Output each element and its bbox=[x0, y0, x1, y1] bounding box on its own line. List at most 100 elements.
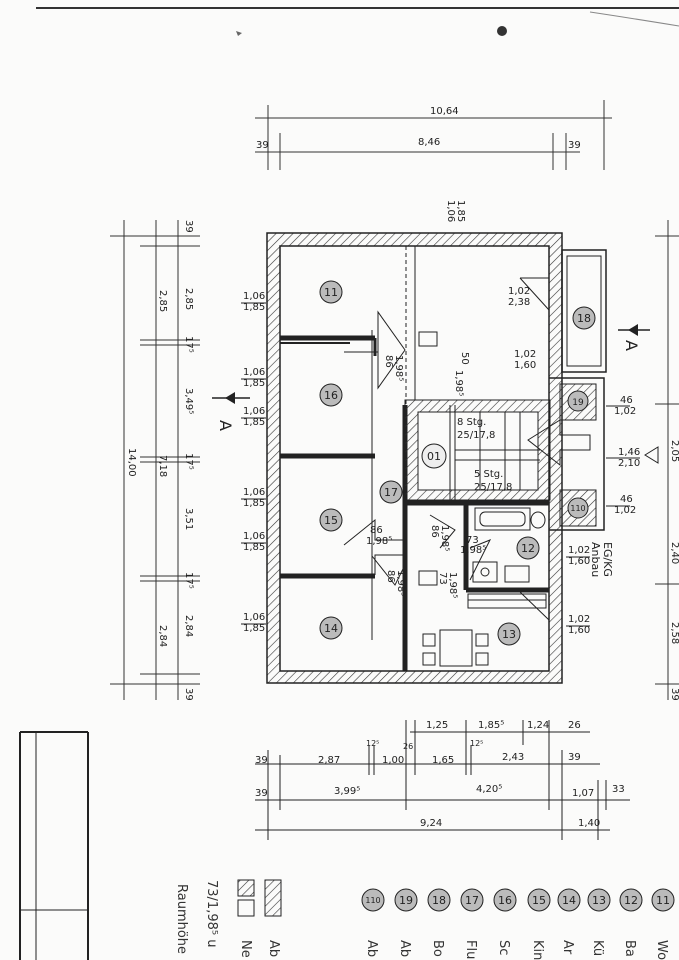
svg-text:12: 12 bbox=[521, 542, 535, 555]
svg-text:A: A bbox=[622, 340, 641, 351]
svg-text:13: 13 bbox=[502, 628, 516, 641]
dim-right-d1: 2,05 bbox=[669, 440, 679, 462]
svg-text:A: A bbox=[216, 420, 235, 431]
room-bubble-110: 110 bbox=[567, 497, 589, 519]
svg-text:14: 14 bbox=[562, 894, 576, 907]
room-bubble-16: 16 bbox=[319, 383, 343, 407]
svg-text:19: 19 bbox=[572, 398, 584, 408]
svg-text:16: 16 bbox=[324, 389, 338, 402]
svg-text:17: 17 bbox=[384, 486, 398, 499]
anbau-label: AnbauEG/KG bbox=[589, 542, 614, 577]
svg-text:Ar: Ar bbox=[560, 940, 575, 955]
room-bubble-17: 17 bbox=[379, 480, 403, 504]
dim-left-r3: 2,84 bbox=[157, 625, 168, 647]
svg-text:12⁵: 12⁵ bbox=[366, 739, 379, 748]
dim-left-s5: 2,84 bbox=[183, 615, 194, 637]
svg-text:Wo: Wo bbox=[654, 940, 669, 960]
svg-text:11: 11 bbox=[324, 286, 338, 299]
svg-text:26: 26 bbox=[568, 720, 581, 731]
svg-text:13: 13 bbox=[592, 894, 606, 907]
svg-text:39: 39 bbox=[568, 752, 581, 763]
dim-inner-width: 8,46 bbox=[418, 137, 440, 148]
legend-note-ab: Ab bbox=[266, 940, 281, 957]
dim-left-bottom-wall: 39 bbox=[183, 688, 194, 701]
svg-text:1,24: 1,24 bbox=[527, 720, 549, 731]
door-mark-d1: 861,98⁵ bbox=[383, 355, 404, 381]
svg-text:110: 110 bbox=[570, 504, 585, 513]
svg-text:01: 01 bbox=[427, 450, 441, 463]
svg-text:15: 15 bbox=[324, 514, 338, 527]
svg-text:Kü: Kü bbox=[590, 940, 605, 956]
entrance-arrow bbox=[644, 446, 659, 464]
room-bubble-19: 19 bbox=[567, 390, 589, 412]
room-bubble-12: 12 bbox=[516, 536, 540, 560]
dim-left-r2: 7,18 bbox=[157, 455, 168, 477]
svg-text:16: 16 bbox=[498, 894, 512, 907]
svg-text:12: 12 bbox=[624, 894, 638, 907]
dim-left-s3: 3,51 bbox=[183, 508, 194, 530]
hatch-swatch-demolish bbox=[264, 879, 282, 917]
room-bubble-11: 11 bbox=[319, 280, 343, 304]
room-bubble-15: 15 bbox=[319, 508, 343, 532]
svg-text:39: 39 bbox=[255, 755, 268, 766]
svg-text:12⁵: 12⁵ bbox=[470, 739, 483, 748]
dim-left-s1: 2,85 bbox=[183, 288, 194, 310]
svg-text:4,20⁵: 4,20⁵ bbox=[476, 784, 502, 795]
svg-text:19: 19 bbox=[399, 894, 413, 907]
stairs-lower-label: 5 Stg.25/17,8 bbox=[474, 469, 512, 493]
dim-left-r1: 2,85 bbox=[157, 290, 168, 312]
svg-text:11: 11 bbox=[656, 894, 670, 907]
svg-text:1,65: 1,65 bbox=[432, 755, 454, 766]
door-mark-d2: 50 bbox=[459, 352, 470, 365]
window-mark-top: 1,061,85 bbox=[445, 200, 466, 222]
svg-text:Flu: Flu bbox=[463, 940, 478, 959]
svg-text:1,25: 1,25 bbox=[426, 720, 448, 731]
door-mark-d8: 731,98⁵ bbox=[437, 572, 458, 598]
svg-text:17: 17 bbox=[465, 894, 479, 907]
bottom-dimension-chain: 1,25 1,85⁵ 1,24 26 39 2,87 12⁵ 1,00 26 1… bbox=[255, 720, 630, 840]
dim-right-d4: 39 bbox=[669, 688, 679, 701]
room-bubble-18: 18 bbox=[572, 306, 596, 330]
legend-notes: Raumhöhe 73/1,98⁵ u Ne Ab bbox=[174, 879, 282, 958]
door-mark-d3: 1,98⁵ bbox=[453, 370, 464, 396]
top-dimension-chain: 10,64 8,46 39 39 bbox=[255, 100, 612, 170]
door-mark-d5: 861,98⁵ bbox=[429, 525, 450, 551]
legend-door-size: 73/1,98⁵ u bbox=[204, 880, 219, 947]
left-dimension-chain: 14,00 2,85 7,18 2,84 39 2,85 17⁵ 3,49⁵ 1… bbox=[110, 220, 200, 701]
svg-text:Ab: Ab bbox=[364, 940, 379, 957]
svg-text:9,24: 9,24 bbox=[420, 818, 442, 829]
hatch-swatch-new bbox=[237, 879, 255, 897]
svg-text:2,43: 2,43 bbox=[502, 752, 524, 763]
dim-overall-width: 10,64 bbox=[430, 106, 459, 117]
svg-text:Ab: Ab bbox=[397, 940, 412, 957]
right-dimension-chain: 2,05 2,40 2,58 39 bbox=[655, 220, 679, 701]
svg-text:110: 110 bbox=[365, 896, 380, 905]
svg-text:33: 33 bbox=[612, 784, 625, 795]
svg-text:39: 39 bbox=[255, 788, 268, 799]
svg-text:26: 26 bbox=[403, 742, 413, 751]
